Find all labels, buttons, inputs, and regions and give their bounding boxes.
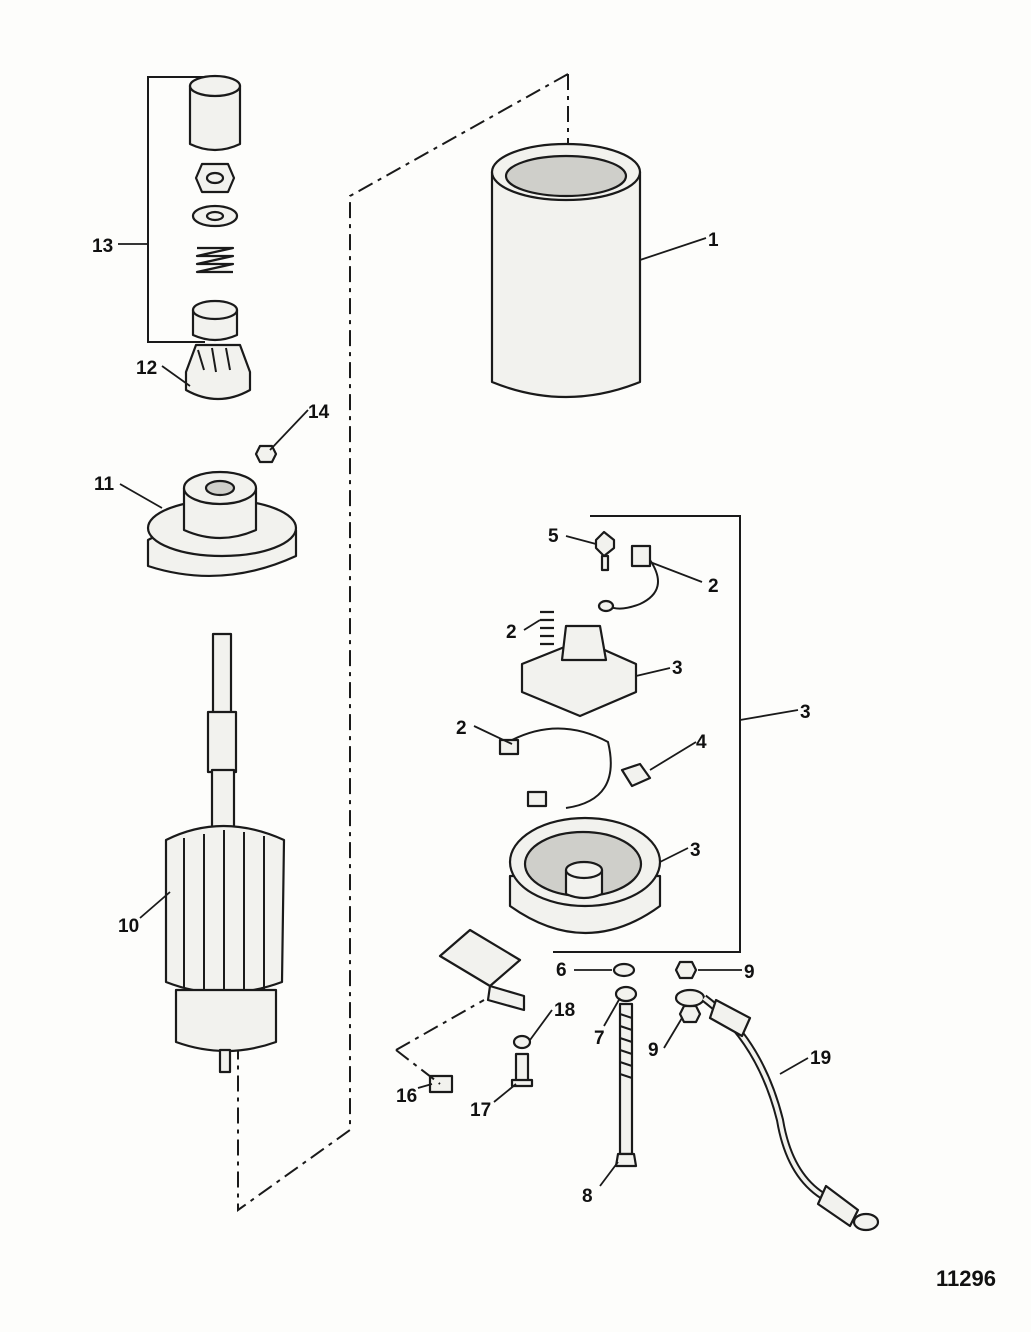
brush-lead-2-lower xyxy=(498,727,612,809)
nut-9-upper xyxy=(674,960,698,980)
callout-2-spring: 2 xyxy=(506,622,517,643)
callout-14: 14 xyxy=(308,402,330,423)
drive-kit-parts xyxy=(188,74,242,342)
nut-14 xyxy=(254,444,278,464)
frame-1 xyxy=(490,142,642,399)
pinion-12 xyxy=(184,343,252,400)
callout-7: 7 xyxy=(594,1028,605,1049)
armature-10 xyxy=(164,632,286,1074)
callout-2-upper: 2 xyxy=(708,576,719,597)
callout-8: 8 xyxy=(582,1186,593,1207)
callout-1: 1 xyxy=(708,230,719,251)
screw-17 xyxy=(510,1052,534,1088)
callout-12: 12 xyxy=(136,358,157,379)
callout-9-upper: 9 xyxy=(744,962,755,983)
callout-5: 5 xyxy=(548,526,559,547)
cable-19 xyxy=(674,988,880,1232)
callout-19: 19 xyxy=(810,1048,831,1069)
clip-4 xyxy=(620,762,652,788)
callout-10: 10 xyxy=(118,916,139,937)
bracket-3 xyxy=(553,515,741,953)
through-bolt-8 xyxy=(614,1002,638,1168)
brush-2-upper xyxy=(630,544,652,568)
washer-7 xyxy=(614,985,638,1003)
nut-9-lower xyxy=(678,1004,702,1024)
leader-lines xyxy=(118,237,809,1187)
mounting-bracket xyxy=(438,928,526,1012)
callout-11: 11 xyxy=(94,474,115,495)
callout-6: 6 xyxy=(556,960,567,981)
commutator-end-cap-3 xyxy=(508,816,662,935)
callout-3-kit: 3 xyxy=(800,702,811,723)
brush-holder-3 xyxy=(520,624,638,718)
callout-3-endcap: 3 xyxy=(690,840,701,861)
end-cap-11 xyxy=(146,470,298,577)
washer-18 xyxy=(512,1034,532,1050)
oring-6 xyxy=(612,962,636,978)
screw-5 xyxy=(594,530,616,572)
callout-2-lower: 2 xyxy=(456,718,467,739)
figure-number: 11296 xyxy=(936,1266,996,1291)
callout-17: 17 xyxy=(470,1100,491,1121)
callout-9-lower: 9 xyxy=(648,1040,659,1061)
callout-18: 18 xyxy=(554,1000,575,1021)
callout-16: 16 xyxy=(396,1086,417,1107)
bracket-13 xyxy=(147,76,205,343)
callout-3-holder: 3 xyxy=(672,658,683,679)
screw-16 xyxy=(428,1074,454,1094)
callout-13: 13 xyxy=(92,236,113,257)
callout-4: 4 xyxy=(696,732,707,753)
spring-2 xyxy=(540,610,554,646)
